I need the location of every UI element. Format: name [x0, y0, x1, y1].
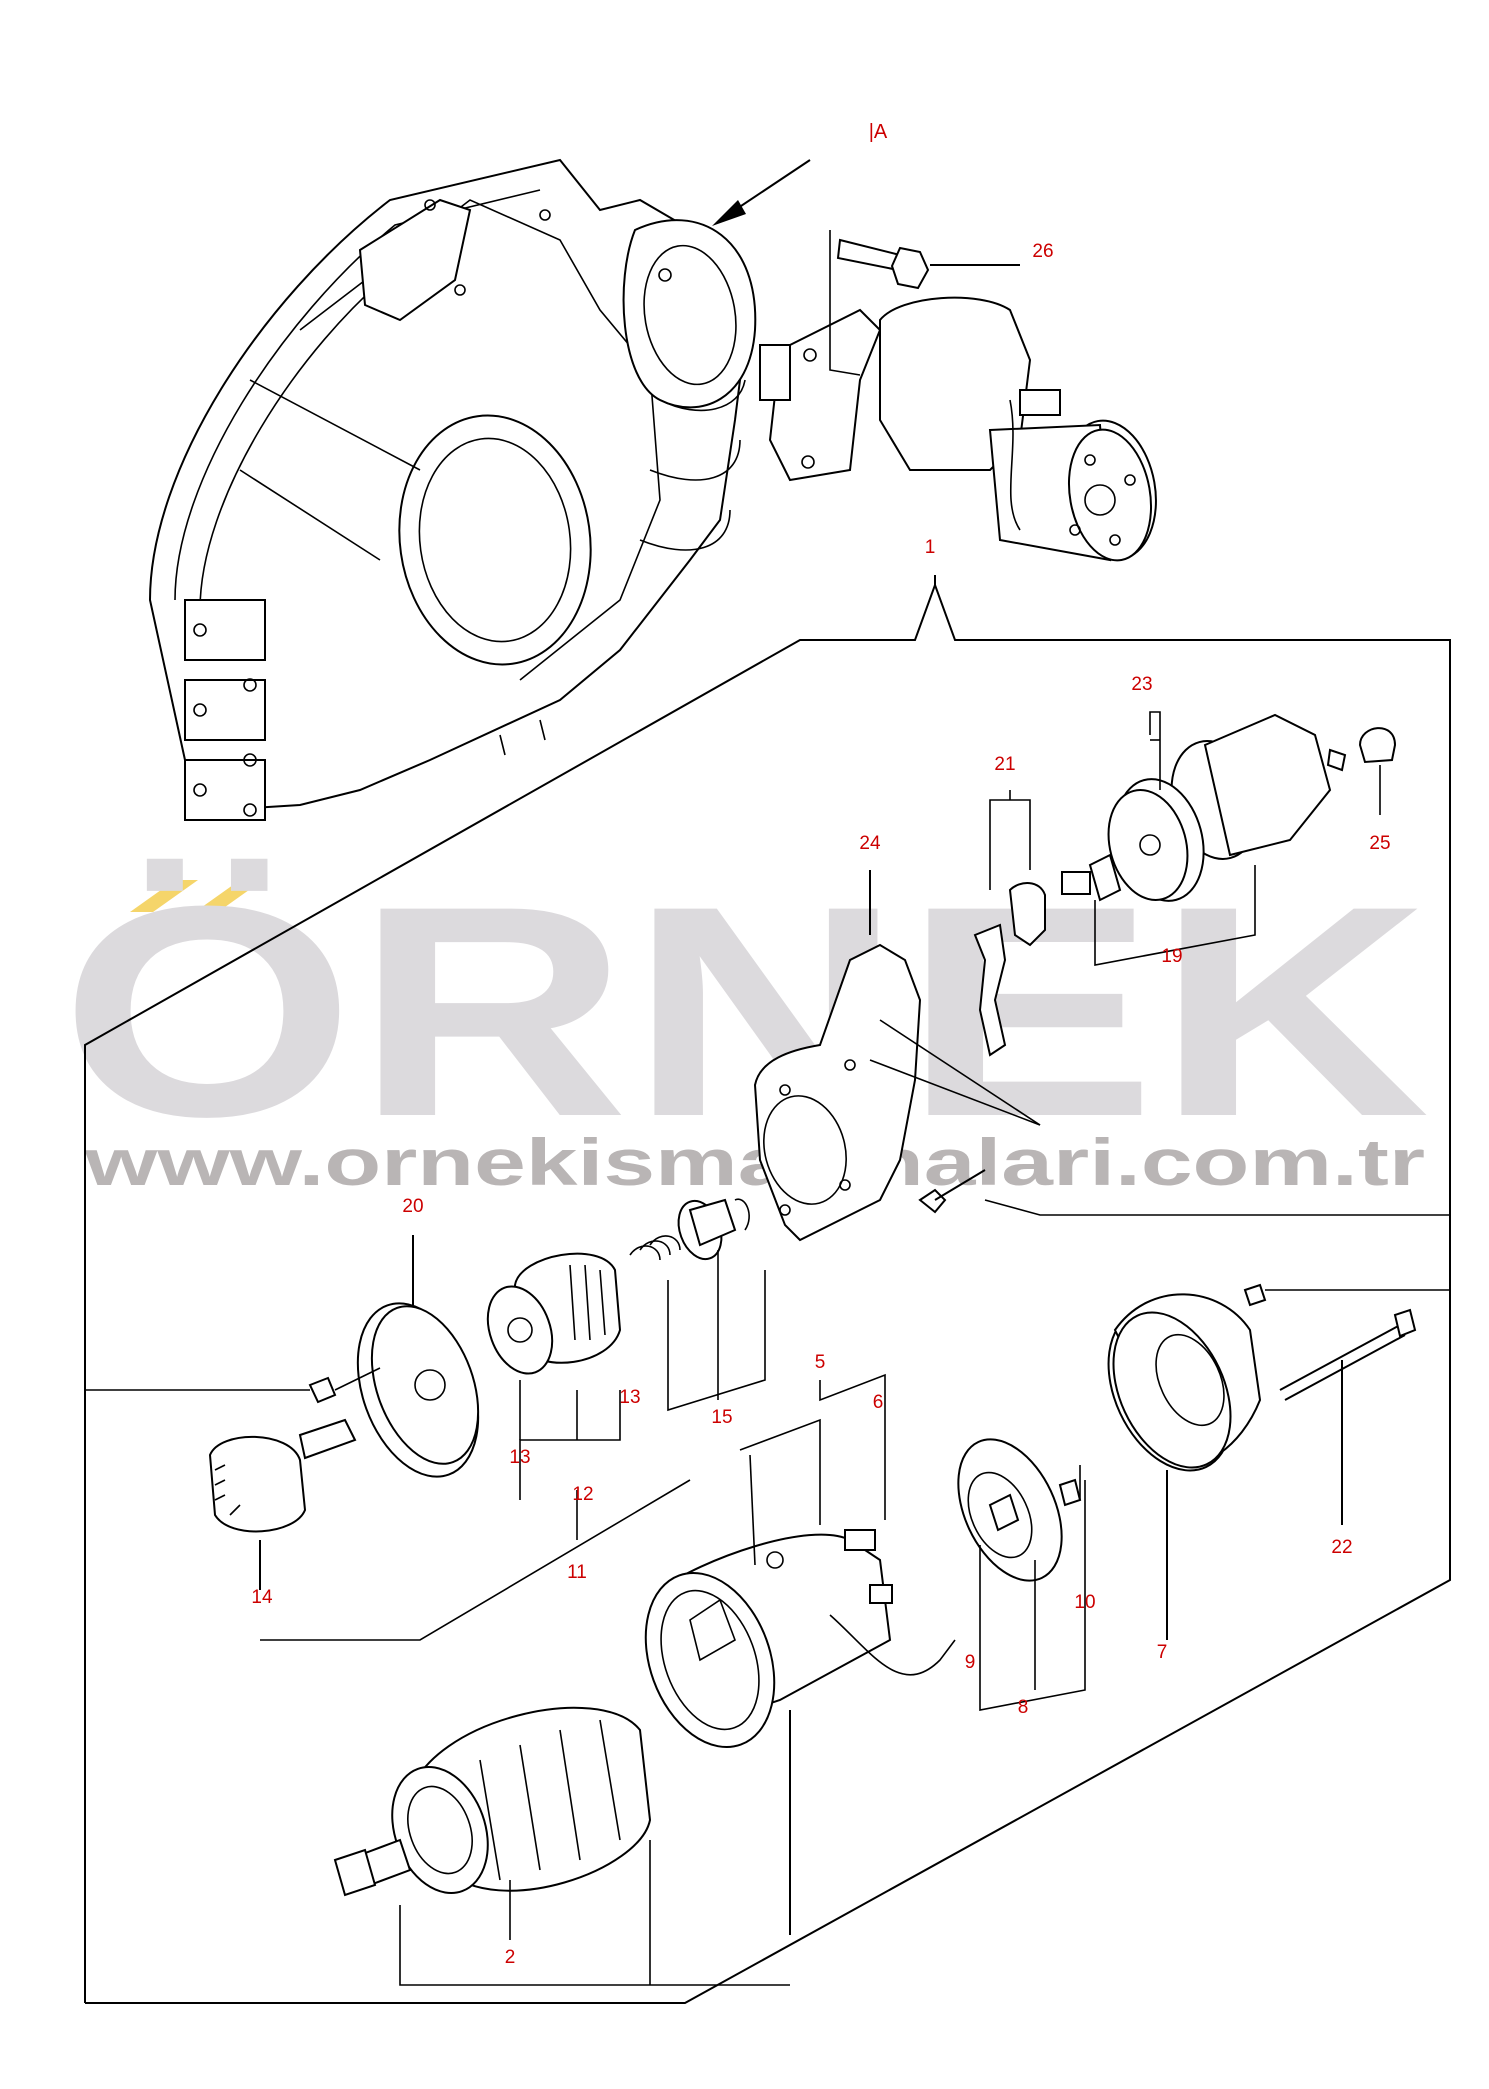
callout-9: 9: [965, 1652, 976, 1673]
drive-housing-24: [753, 870, 1041, 1242]
solenoid-19: [1061, 711, 1347, 966]
callout-24: 24: [859, 833, 881, 854]
callout-15: 15: [711, 1407, 732, 1428]
watermark-logo: ÖRNEK: [60, 843, 1430, 1179]
armature-2: [333, 1706, 790, 1986]
clutch-12: [486, 1252, 622, 1540]
exploded-view-frame: [84, 575, 1451, 2004]
flywheel-housing: [148, 158, 757, 821]
view-label: |A: [869, 121, 888, 143]
view-arrow: |A: [712, 121, 888, 226]
pinion-14: [208, 1418, 357, 1590]
callout-8: 8: [1018, 1697, 1029, 1718]
callout-26: 26: [1032, 241, 1053, 262]
bolt-26: [829, 230, 1020, 376]
group-11-bracket: [85, 1389, 691, 1641]
through-bolt-22: [1243, 1283, 1450, 1525]
callout-7: 7: [1157, 1642, 1168, 1663]
callout-1: 1: [925, 537, 936, 558]
boot-25: [1358, 727, 1397, 815]
watermark-accent: [130, 880, 198, 912]
watermark: ÖRNEK www.ornekismakinalari.com.tr: [60, 843, 1430, 1199]
spring-15: [629, 1198, 766, 1412]
callout-13a: 13: [509, 1447, 530, 1468]
shift-lever-21: [973, 790, 1046, 1057]
callout-14: 14: [251, 1587, 273, 1608]
callouts: 1 26 23 21 25 24 19 20 13 15 5 6 13 12 1…: [251, 241, 1390, 1968]
plate-20: [308, 1235, 480, 1478]
callout-20: 20: [402, 1196, 423, 1217]
callout-13b: 13: [619, 1387, 640, 1408]
callout-10: 10: [1074, 1592, 1095, 1613]
rear-cover-7: [1107, 1293, 1262, 1640]
callout-23: 23: [1131, 674, 1152, 695]
callout-5: 5: [815, 1352, 826, 1373]
starter-motor-assembled: [759, 296, 1157, 562]
callout-22: 22: [1331, 1537, 1352, 1558]
callout-12: 12: [572, 1484, 593, 1505]
callout-6: 6: [873, 1392, 884, 1413]
callout-25: 25: [1369, 833, 1390, 854]
watermark-url: www.ornekismakinalari.com.tr: [84, 1125, 1425, 1199]
callout-11: 11: [567, 1562, 587, 1583]
bolt-housing: [918, 1169, 1450, 1216]
callout-2: 2: [505, 1947, 516, 1968]
callout-19: 19: [1161, 946, 1182, 967]
callout-21: 21: [994, 754, 1015, 775]
brush-holder-8: [957, 1438, 1086, 1711]
yoke-5: [644, 1373, 956, 1935]
